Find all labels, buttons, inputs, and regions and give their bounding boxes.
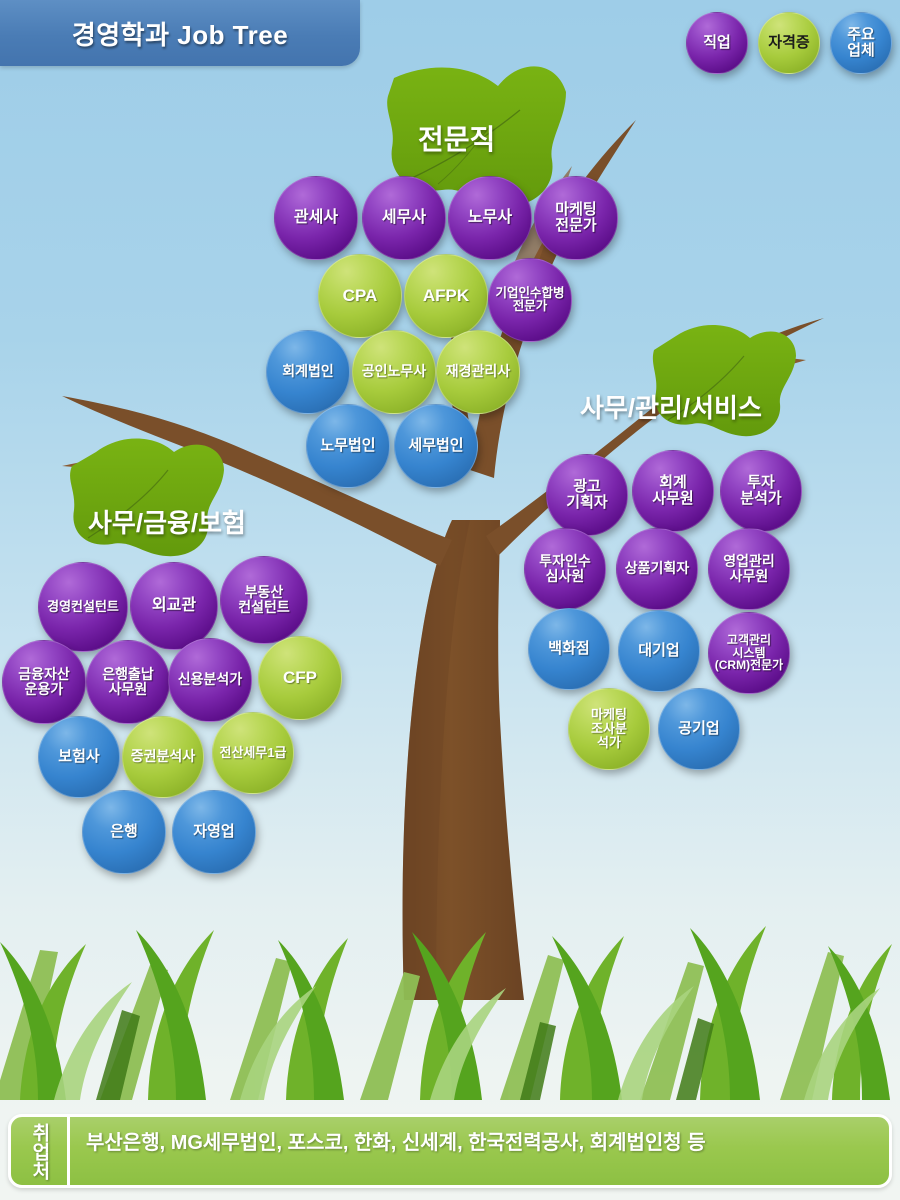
node-label: 은행출납 사무원 — [102, 665, 154, 697]
node-crm-specialist[interactable]: 고객관리 시스템 (CRM)전문가 — [708, 612, 790, 694]
node-label: 광고 기획자 — [566, 477, 608, 511]
node-label: 영업관리 사무원 — [723, 552, 775, 584]
node-labor-attorney[interactable]: 노무사 — [448, 176, 532, 260]
page-title: 경영학과 Job Tree — [71, 19, 289, 50]
employers-tag: 취업처 — [11, 1117, 70, 1185]
leaf-right — [652, 324, 796, 437]
legend-label-certificate: 자격증 — [768, 33, 810, 51]
node-diplomat[interactable]: 외교관 — [130, 562, 218, 650]
node-label: 전산세무1급 — [219, 744, 287, 760]
node-label: 마케팅 조사분 석가 — [591, 706, 627, 751]
node-asset-manager[interactable]: 금융자산 운용가 — [2, 640, 86, 724]
node-label: 세무법인 — [408, 436, 464, 454]
node-label: 자영업 — [193, 822, 235, 840]
node-labor-law-firm[interactable]: 노무법인 — [306, 404, 390, 488]
node-certified-labor-attorney[interactable]: 공인노무사 — [352, 330, 436, 414]
node-financial-management-certificate[interactable]: 재경관리사 — [436, 330, 520, 414]
node-accounting-clerk[interactable]: 회계 사무원 — [632, 450, 714, 532]
node-label: 마케팅 전문가 — [555, 200, 597, 234]
branch-label-professional: 전문직 — [418, 124, 496, 155]
node-label: 증권분석사 — [130, 748, 196, 765]
node-bank[interactable]: 은행 — [82, 790, 166, 874]
node-real-estate-consultant[interactable]: 부동산 컨설턴트 — [220, 556, 308, 644]
node-tax-accountant[interactable]: 세무사 — [362, 176, 446, 260]
node-label: 은행 — [110, 822, 138, 840]
branch-label-office-admin-service: 사무/관리/서비스 — [580, 393, 762, 423]
node-label: 신용분석가 — [177, 671, 243, 688]
node-securities-analyst[interactable]: 증권분석사 — [122, 716, 204, 798]
node-label: 고객관리 시스템 (CRM)전문가 — [714, 632, 784, 673]
node-label: 회계 사무원 — [652, 473, 694, 507]
leaf-left — [70, 438, 224, 557]
node-label: 투자 분석가 — [740, 473, 782, 507]
node-label: 대기업 — [638, 641, 680, 659]
node-label: 투자인수 심사원 — [539, 552, 591, 584]
node-cfp[interactable]: CFP — [258, 636, 342, 720]
node-label: 상품기획자 — [624, 560, 690, 577]
node-label: 백화점 — [548, 639, 590, 657]
node-label: 외교관 — [151, 597, 197, 615]
node-label: 세무사 — [381, 209, 427, 227]
node-department-store[interactable]: 백화점 — [528, 608, 610, 690]
node-label: 노무사 — [467, 209, 513, 227]
legend-item-company: 주요 업체 — [830, 12, 892, 74]
legend-label-company: 주요 업체 — [847, 25, 875, 59]
employers-tag-label: 취업처 — [28, 1122, 50, 1180]
node-large-corporation[interactable]: 대기업 — [618, 610, 700, 692]
node-label: 공기업 — [678, 719, 720, 737]
node-label: CPA — [342, 285, 378, 305]
node-product-planner[interactable]: 상품기획자 — [616, 528, 698, 610]
page-header: 경영학과 Job Tree — [0, 0, 360, 66]
node-customs-agent[interactable]: 관세사 — [274, 176, 358, 260]
node-investment-analyst[interactable]: 투자 분석가 — [720, 450, 802, 532]
employers-list: 부산은행, MG세무법인, 포스코, 한화, 신세계, 한국전력공사, 회계법인… — [70, 1117, 889, 1185]
node-market-research-analyst[interactable]: 마케팅 조사분 석가 — [568, 688, 650, 770]
grass-field — [0, 926, 892, 1100]
node-investment-underwriter[interactable]: 투자인수 심사원 — [524, 528, 606, 610]
node-label: 노무법인 — [320, 436, 376, 454]
legend-item-certificate: 자격증 — [758, 12, 820, 74]
node-label: 회계법인 — [282, 363, 334, 380]
node-label: 부동산 컨설턴트 — [238, 583, 290, 615]
legend: 직업 자격증 주요 업체 — [686, 12, 892, 74]
node-label: 경영컨설턴트 — [47, 598, 119, 614]
node-cpa[interactable]: CPA — [318, 254, 402, 338]
node-ma-specialist[interactable]: 기업인수합병 전문가 — [488, 258, 572, 342]
node-label: 재경관리사 — [445, 363, 511, 380]
node-self-employed[interactable]: 자영업 — [172, 790, 256, 874]
node-marketing-specialist[interactable]: 마케팅 전문가 — [534, 176, 618, 260]
node-label: CFP — [283, 667, 317, 687]
node-accounting-firm[interactable]: 회계법인 — [266, 330, 350, 414]
node-label: 보험사 — [58, 747, 100, 765]
node-label: 공인노무사 — [361, 363, 427, 380]
node-label: 기업인수합병 전문가 — [495, 285, 565, 313]
legend-item-job: 직업 — [686, 12, 748, 74]
branch-label-office-finance-insurance: 사무/금융/보험 — [88, 508, 246, 538]
node-insurance-company[interactable]: 보험사 — [38, 716, 120, 798]
node-label: AFPK — [422, 285, 470, 305]
node-afpk[interactable]: AFPK — [404, 254, 488, 338]
legend-label-job: 직업 — [703, 33, 731, 51]
node-label: 관세사 — [293, 209, 339, 227]
node-ad-planner[interactable]: 광고 기획자 — [546, 454, 628, 536]
employers-text: 부산은행, MG세무법인, 포스코, 한화, 신세계, 한국전력공사, 회계법인… — [86, 1132, 706, 1154]
node-sales-admin-clerk[interactable]: 영업관리 사무원 — [708, 528, 790, 610]
node-credit-analyst[interactable]: 신용분석가 — [168, 638, 252, 722]
node-label: 금융자산 운용가 — [18, 665, 70, 697]
node-bank-teller[interactable]: 은행출납 사무원 — [86, 640, 170, 724]
node-management-consultant[interactable]: 경영컨설턴트 — [38, 562, 128, 652]
node-public-enterprise[interactable]: 공기업 — [658, 688, 740, 770]
node-tax-law-firm[interactable]: 세무법인 — [394, 404, 478, 488]
node-computerized-tax-level1[interactable]: 전산세무1급 — [212, 712, 294, 794]
employers-bar: 취업처 부산은행, MG세무법인, 포스코, 한화, 신세계, 한국전력공사, … — [8, 1114, 892, 1188]
leaf-top — [387, 66, 566, 207]
